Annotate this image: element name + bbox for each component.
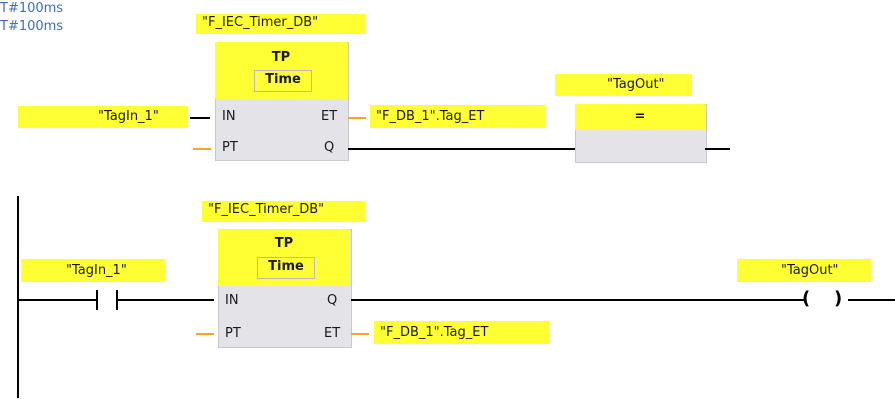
left-power-rail	[17, 196, 19, 398]
pin-q: Q	[324, 140, 335, 155]
pin-in: IN	[222, 109, 236, 124]
rail-to-contact-wire	[19, 299, 97, 301]
contact-right-bar	[116, 290, 118, 310]
coil-right-paren: )	[834, 288, 843, 309]
tp-block-type: TP	[271, 50, 291, 65]
pt-value[interactable]: T#100ms	[0, 1, 64, 16]
pin-q-2: Q	[327, 293, 338, 308]
time-type-selector[interactable]: Time	[254, 70, 312, 92]
pt-wire-2	[196, 333, 214, 335]
pin-pt: PT	[222, 140, 238, 155]
assignment-symbol: =	[634, 109, 646, 124]
q-to-coil-wire	[351, 299, 805, 301]
pt-wire	[193, 148, 211, 150]
coil-tag-label[interactable]: "TagOut"	[737, 259, 871, 282]
pin-in-2: IN	[225, 293, 239, 308]
pin-et: ET	[321, 109, 338, 124]
assignment-out-wire	[705, 148, 730, 150]
timer-instance-label-2[interactable]: "F_IEC_Timer_DB"	[202, 201, 365, 222]
et-tag-label[interactable]: "F_DB_1".Tag_ET	[370, 105, 545, 128]
contact-to-block-wire	[118, 299, 214, 301]
assignment-header	[575, 104, 705, 130]
contact-left-bar	[96, 290, 98, 310]
pin-et-2: ET	[324, 326, 341, 341]
q-wire	[348, 148, 575, 150]
pin-pt-2: PT	[225, 326, 241, 341]
coil-left-paren: (	[802, 288, 811, 309]
timer-instance-label[interactable]: "F_IEC_Timer_DB"	[196, 14, 365, 34]
pt-value-2[interactable]: T#100ms	[0, 19, 64, 34]
et-wire	[348, 117, 366, 119]
et-wire-2	[351, 333, 369, 335]
et-tag-label-2[interactable]: "F_DB_1".Tag_ET	[374, 321, 549, 344]
contact-tag-label[interactable]: "TagIn_1"	[21, 259, 165, 282]
in-tag-label[interactable]: "TagIn_1"	[18, 106, 188, 128]
in-wire	[190, 117, 210, 119]
out-tag-label[interactable]: "TagOut"	[555, 74, 692, 96]
tp-block-type-2: TP	[274, 236, 294, 251]
coil-out-wire	[848, 299, 895, 301]
time-type-selector-2[interactable]: Time	[257, 257, 315, 279]
